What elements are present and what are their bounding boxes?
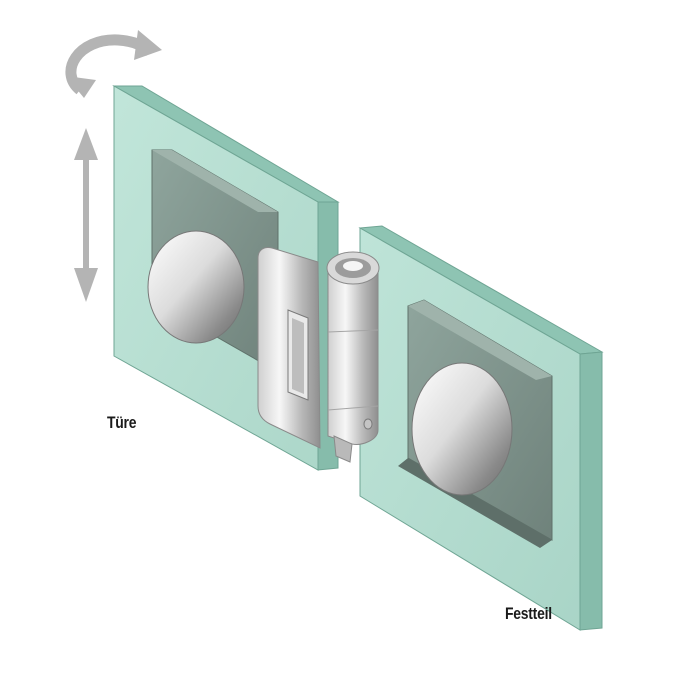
hinge-body — [257, 247, 380, 463]
fixed-part-label: Festteil — [505, 604, 552, 623]
fixed-glass-panel — [358, 225, 604, 631]
door-label: Türe — [107, 413, 137, 432]
door-clamp-knob — [147, 230, 245, 344]
up-down-arrow-icon — [74, 128, 98, 302]
fixed-clamp-knob — [411, 362, 513, 496]
rotate-arrow-icon — [65, 30, 162, 98]
